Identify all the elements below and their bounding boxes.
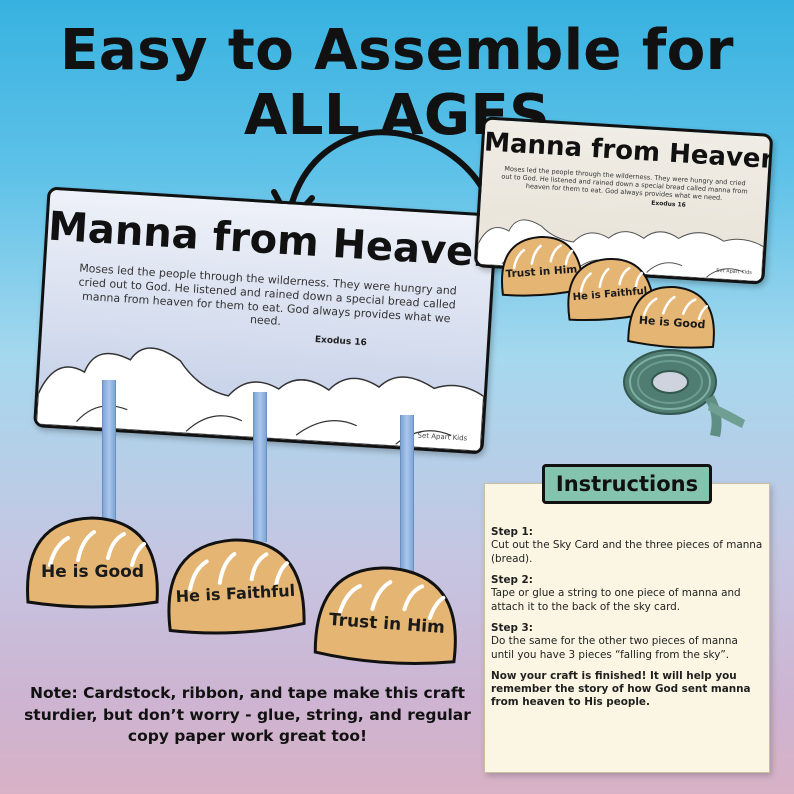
small-bread-he-is-faithful: He is Faithful xyxy=(559,250,660,328)
ribbon-left xyxy=(102,380,116,530)
bread-label: He is Good xyxy=(40,562,145,582)
bread-he-is-good: He is Good xyxy=(20,510,165,615)
step-title: Step 2: xyxy=(491,573,533,586)
step-1: Step 1: Cut out the Sky Card and the thr… xyxy=(491,526,763,566)
step-text: Do the same for the other two pieces of … xyxy=(491,635,738,661)
instructions-panel: Instructions Step 1: Cut out the Sky Car… xyxy=(484,464,770,773)
headline: Easy to Assemble for ALL AGES xyxy=(60,18,734,148)
bread-icon xyxy=(501,236,584,297)
materials-note: Note: Cardstock, ribbon, and tape make t… xyxy=(24,684,471,746)
small-bread-trust-in-him: Trust in Him xyxy=(494,229,589,303)
bread-icon xyxy=(26,516,159,609)
step-text: Cut out the Sky Card and the three piece… xyxy=(491,539,763,565)
small-bread-he-is-good: He is Good xyxy=(623,279,723,355)
bread-he-is-faithful: He is Faithful xyxy=(157,528,312,644)
step-title: Step 3: xyxy=(491,621,533,634)
step-3: Step 3: Do the same for the other two pi… xyxy=(491,622,763,662)
bread-icon xyxy=(167,538,306,635)
bread-icon xyxy=(567,258,656,322)
ribbon-middle xyxy=(253,392,267,542)
ribbon-roll-icon xyxy=(623,349,745,437)
bread-icon xyxy=(627,286,715,349)
instructions-heading: Instructions xyxy=(542,464,712,504)
bread-icon xyxy=(313,566,457,665)
bread-trust-in-him: Trust in Him xyxy=(306,555,468,676)
ribbon-right xyxy=(400,415,414,585)
instructions-body: Step 1: Cut out the Sky Card and the thr… xyxy=(491,526,763,710)
step-title: Step 1: xyxy=(491,526,533,538)
finish-text: Now your craft is finished! It will help… xyxy=(491,669,751,709)
step-text: Tape or glue a string to one piece of ma… xyxy=(491,587,741,613)
step-2: Step 2: Tape or glue a string to one pie… xyxy=(491,574,763,614)
